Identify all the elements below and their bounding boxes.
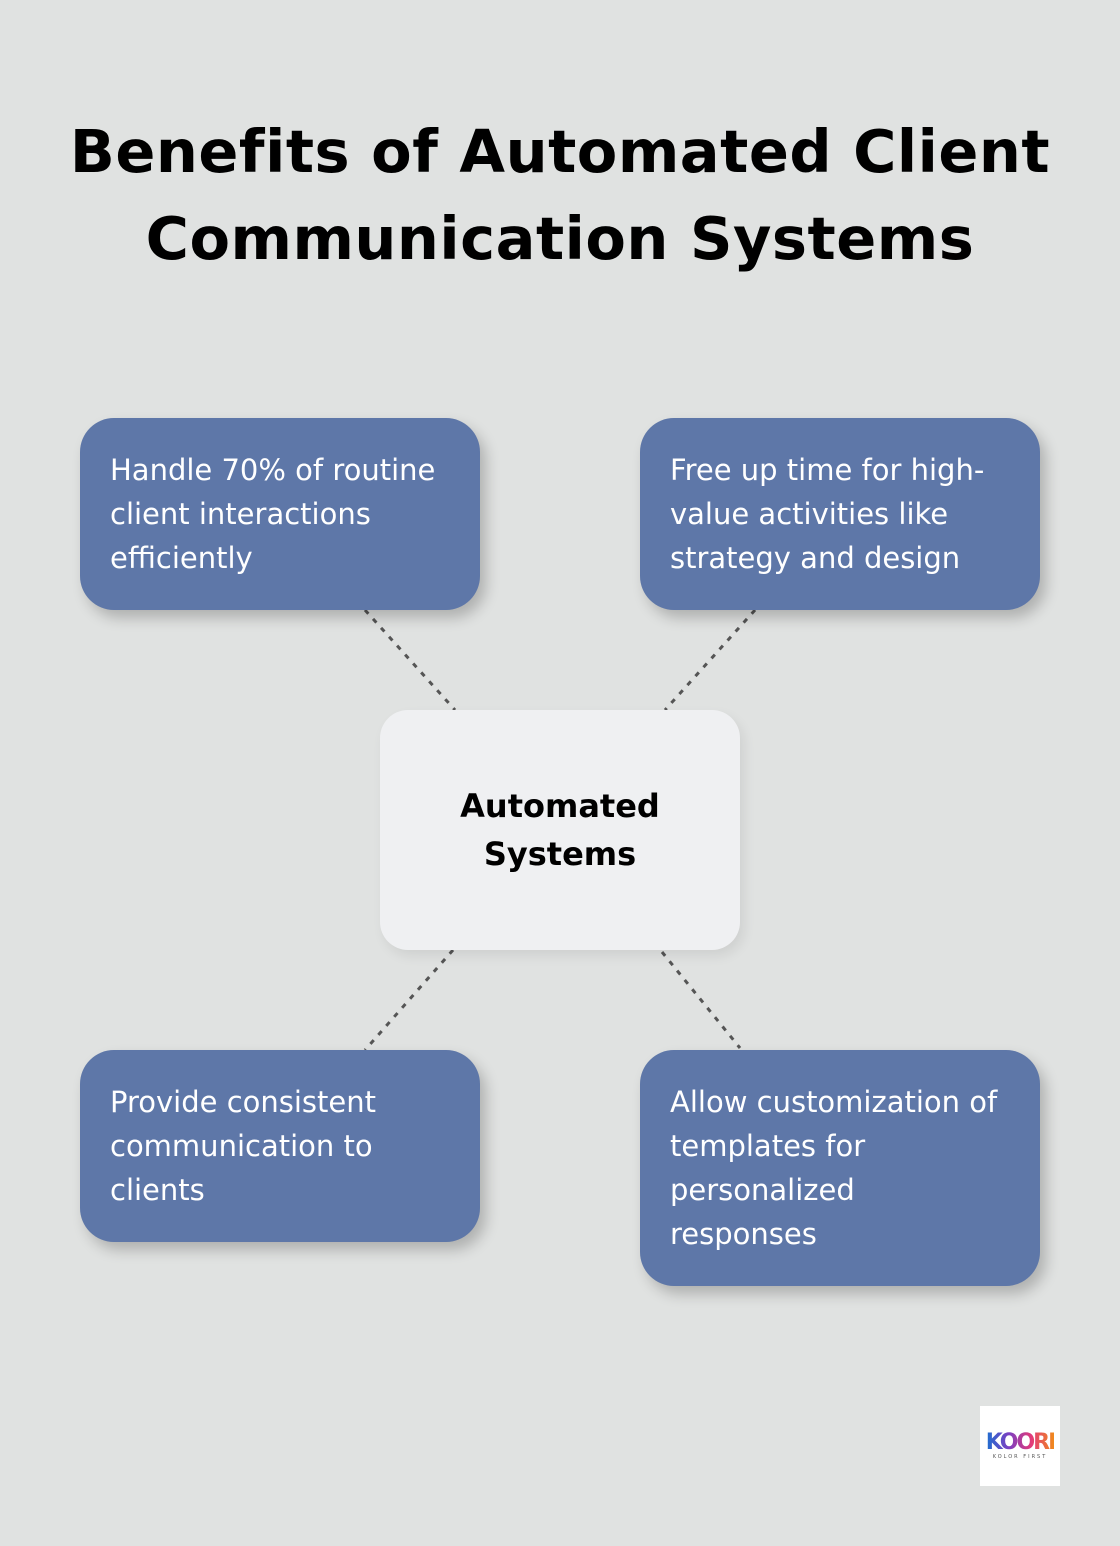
benefit-text: Provide consistent communication to clie… [110, 1085, 376, 1207]
benefit-box-customization: Allow customization of templates for per… [640, 1050, 1040, 1286]
benefit-text: Allow customization of templates for per… [670, 1085, 998, 1251]
benefit-box-consistent-communication: Provide consistent communication to clie… [80, 1050, 480, 1242]
benefit-box-routine-interactions: Handle 70% of routine client interaction… [80, 418, 480, 610]
connector-top-right [663, 608, 757, 712]
benefit-text: Free up time for high-value activities l… [670, 453, 985, 575]
connector-bottom-left [363, 949, 455, 1051]
benefit-text: Handle 70% of routine client interaction… [110, 453, 436, 575]
connector-top-left [363, 608, 457, 712]
logo-mark: KOORI [985, 1430, 1057, 1455]
center-label: Automated Systems [460, 787, 660, 873]
logo-subtitle: KOLOR FIRST [992, 1454, 1048, 1460]
benefit-box-free-up-time: Free up time for high-value activities l… [640, 418, 1040, 610]
page-title: Benefits of Automated Client Communicati… [69, 117, 1051, 273]
center-node: Automated Systems [380, 710, 740, 950]
connector-bottom-right [660, 951, 742, 1049]
brand-logo: KOORI KOLOR FIRST [980, 1406, 1060, 1486]
